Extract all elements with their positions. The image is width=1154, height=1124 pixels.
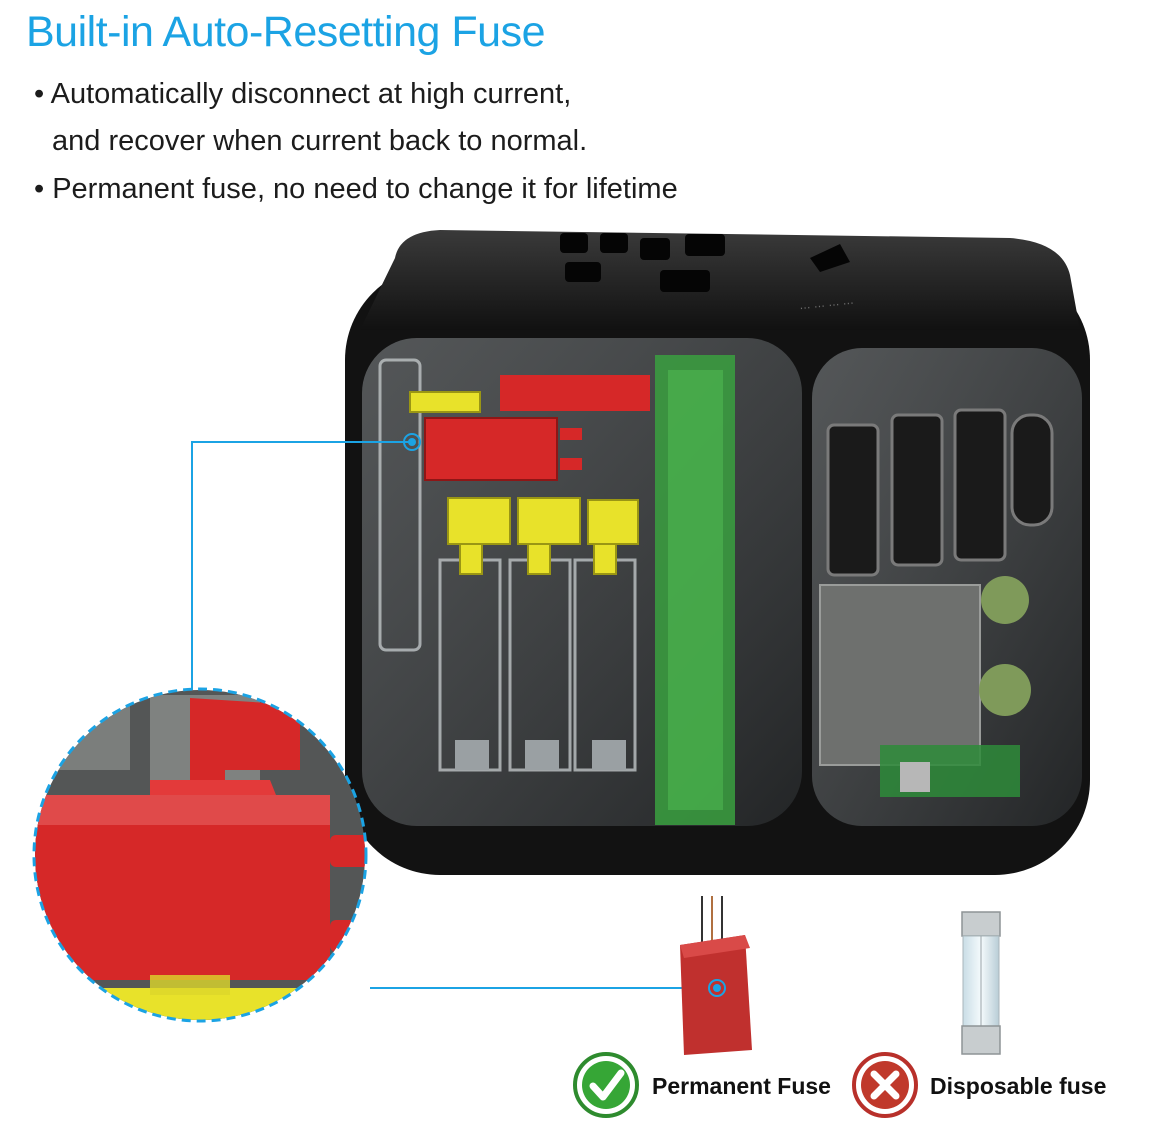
zoom-detail: [32, 687, 368, 1023]
feature-bullet-1-continued: and recover when current back to normal.: [52, 125, 588, 157]
permanent-fuse-label: Permanent Fuse: [652, 1073, 831, 1099]
callout-dot-fuse: [708, 979, 726, 997]
page-title: Built-in Auto-Resetting Fuse: [26, 8, 546, 56]
callout-lines: [191, 441, 715, 989]
disposable-fuse-image: [961, 911, 1001, 1055]
disposable-fuse-label: Disposable fuse: [930, 1073, 1107, 1099]
callout-dot-adapter: [403, 433, 421, 451]
feature-bullet-2: • Permanent fuse, no need to change it f…: [34, 173, 678, 205]
cross-circle-icon: [852, 1052, 918, 1118]
permanent-fuse-image: [680, 896, 752, 1055]
check-circle-icon: [573, 1052, 639, 1118]
svg-text:⋯ ⋯ ⋯ ⋯: ⋯ ⋯ ⋯ ⋯: [799, 296, 855, 315]
travel-adapter: ⋯ ⋯ ⋯ ⋯: [345, 230, 1090, 875]
feature-bullet-1: • Automatically disconnect at high curre…: [34, 78, 572, 110]
